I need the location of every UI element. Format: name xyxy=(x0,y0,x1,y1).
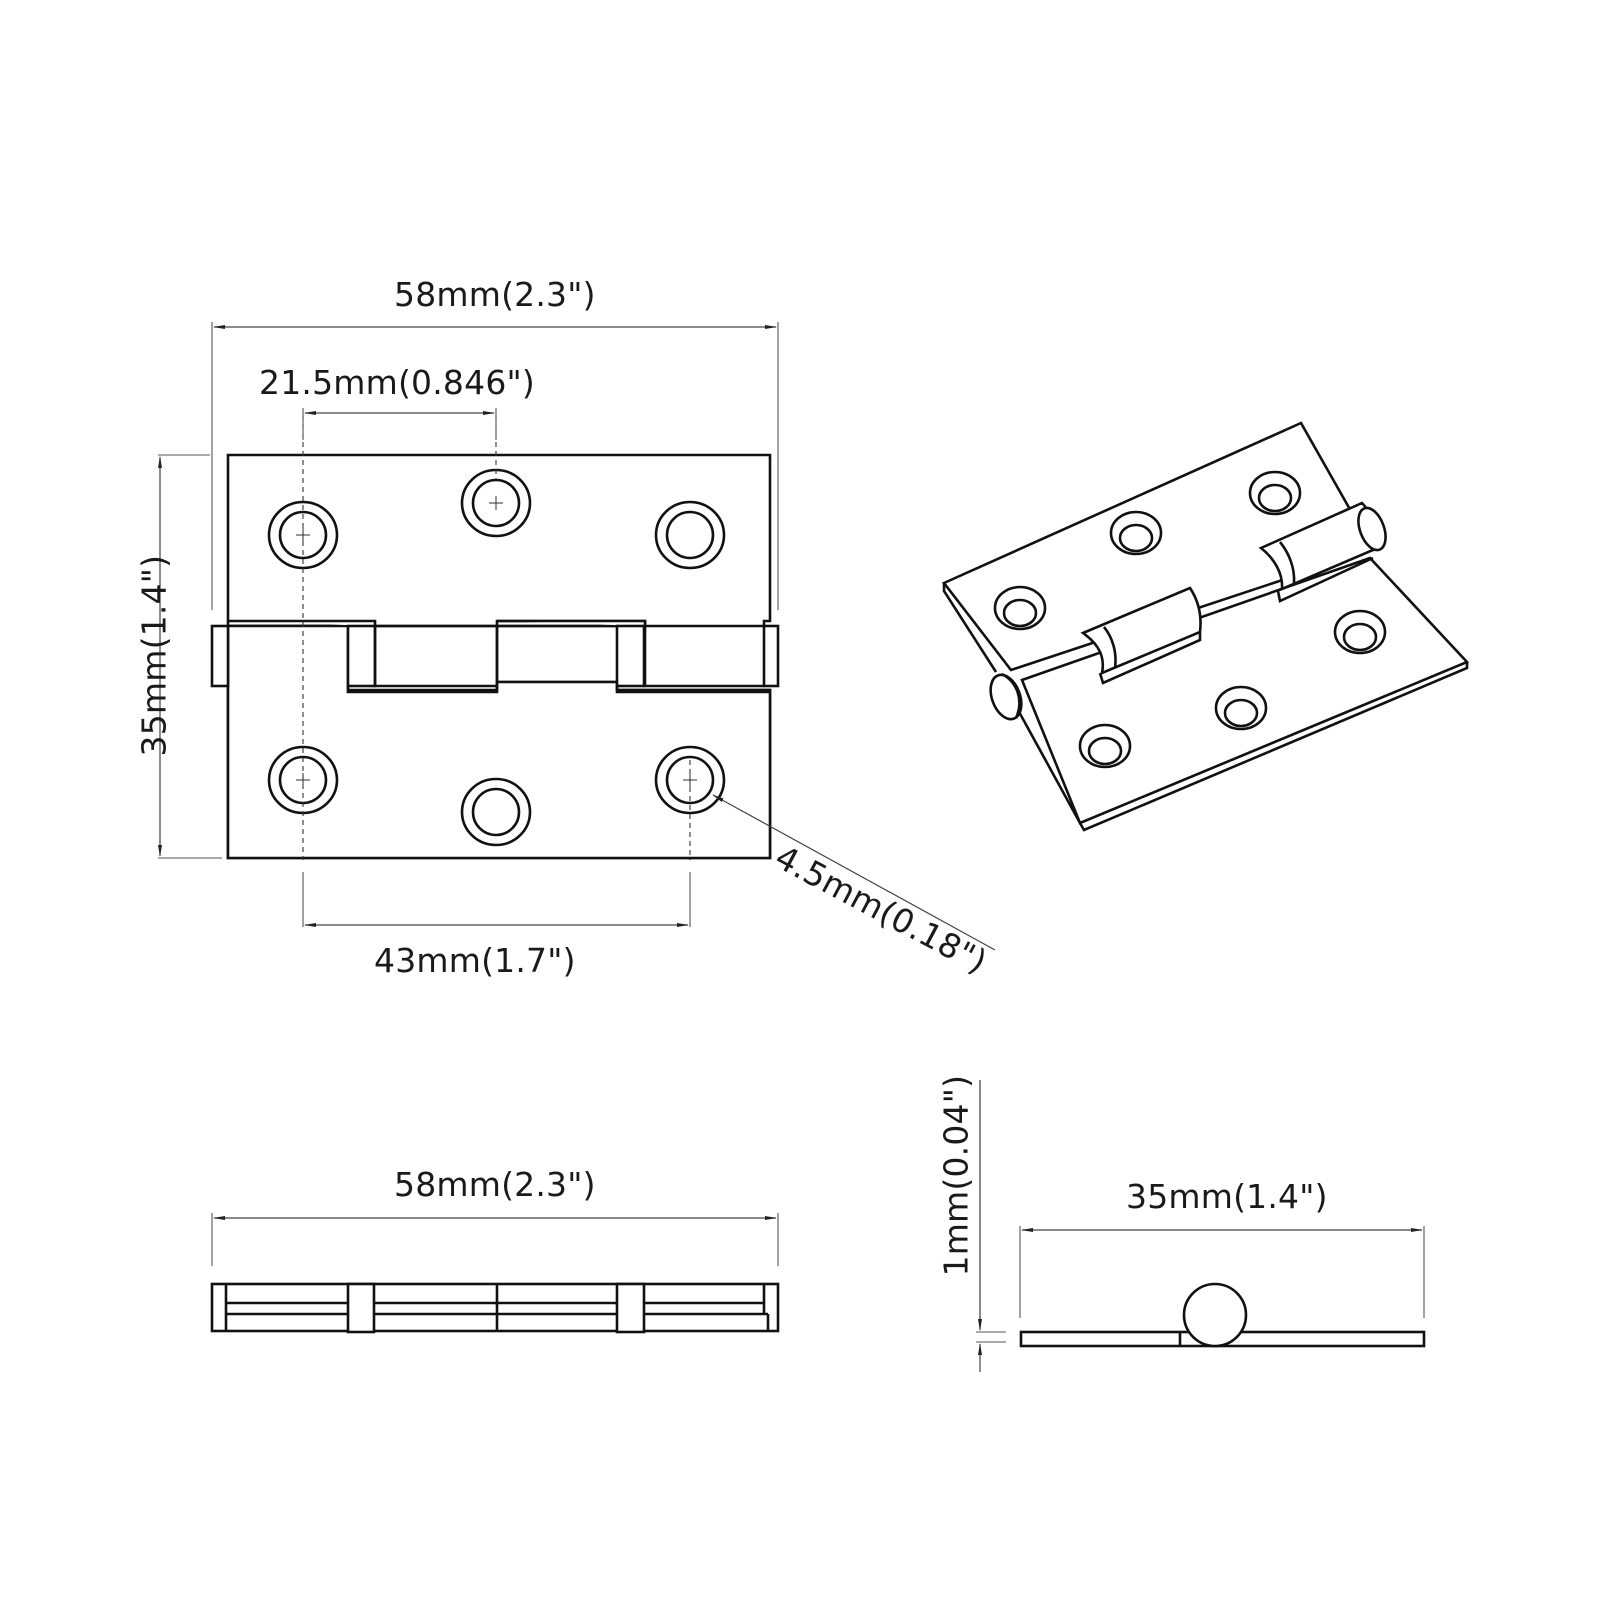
hole-icon xyxy=(654,500,726,570)
front-view xyxy=(158,322,996,951)
hole-icon xyxy=(1214,685,1268,731)
hole-icon xyxy=(460,777,532,847)
dim-open-width: 35mm(1.4") xyxy=(1126,1177,1328,1216)
hole-icon xyxy=(1333,609,1387,655)
knuckle-3 xyxy=(615,624,646,688)
hole-icon xyxy=(1078,723,1132,769)
dim-thickness: 1mm(0.04") xyxy=(936,1074,976,1277)
dim-hole-spacing-top: 21.5mm(0.846") xyxy=(259,363,535,402)
dim-overall-width-top: 58mm(2.3") xyxy=(394,1165,596,1204)
knuckle-4 xyxy=(762,624,780,688)
hole-icon xyxy=(1109,510,1163,556)
dim-overall-height: 35mm(1.4") xyxy=(134,554,174,757)
side-view xyxy=(976,1080,1426,1372)
hole-icon xyxy=(1248,470,1302,516)
isometric-view xyxy=(941,421,1470,832)
hole-icon xyxy=(993,585,1047,631)
dim-overall-width-front: 58mm(2.3") xyxy=(394,275,596,314)
knuckle-1 xyxy=(210,624,230,688)
upper-leaf-tabs xyxy=(228,619,647,626)
top-view xyxy=(210,1213,780,1334)
dim-hole-spacing-bottom: 43mm(1.7") xyxy=(374,941,576,980)
knuckle-2 xyxy=(346,624,377,688)
